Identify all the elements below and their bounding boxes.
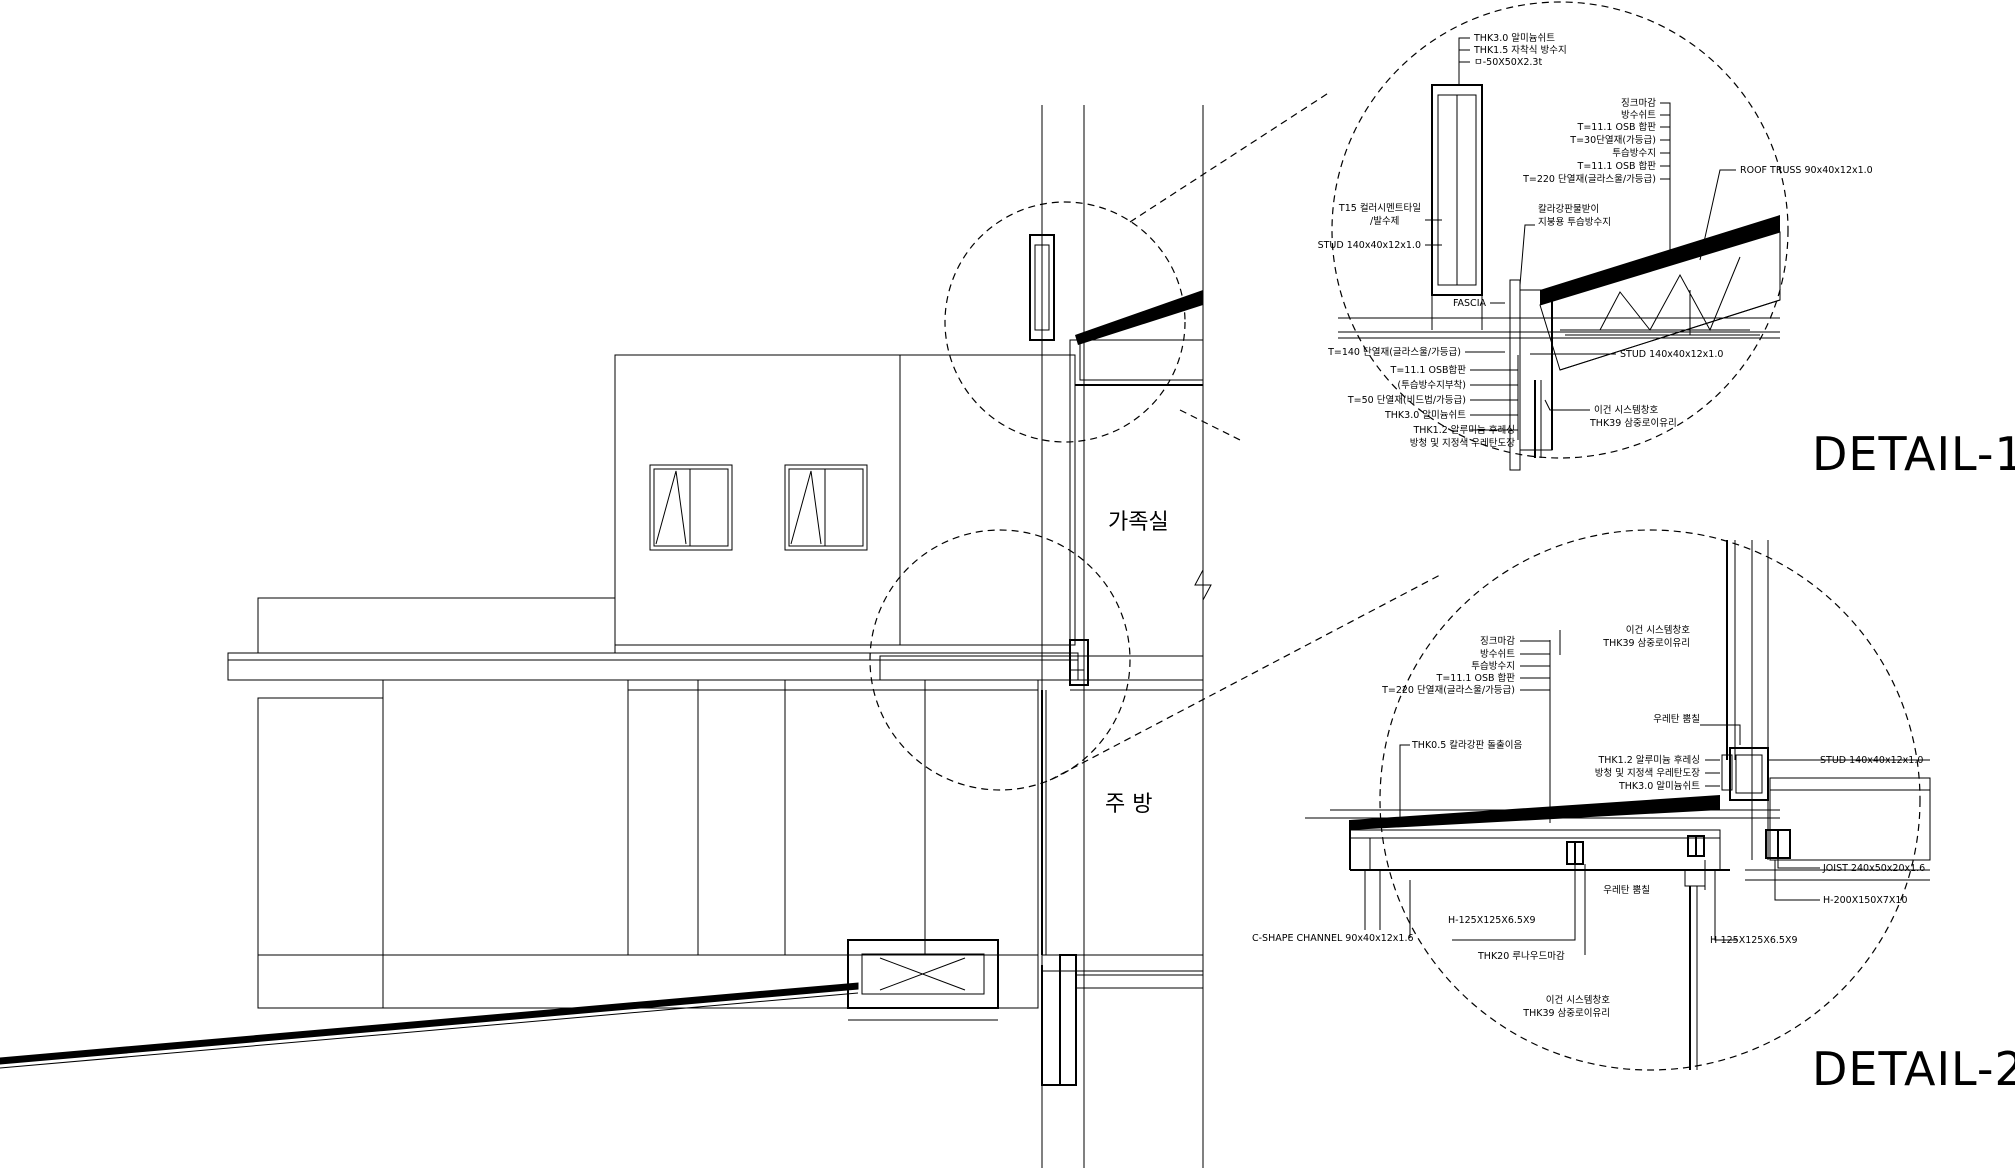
d2-label-22: THK39 삼중로이유리 (1522, 1008, 1610, 1019)
d1-label-14: 칼라강판물받이 (1538, 204, 1599, 215)
building-elevation (0, 354, 1079, 1069)
d2-label-18: H-125X125X6.5X9 (1448, 915, 1536, 926)
d1-label-17: FASCIA (1453, 298, 1487, 309)
d2-label-3: 투습방수지 (1471, 661, 1515, 672)
d1-label-1: THK3.0 알미늄쉬트 (1473, 33, 1555, 44)
d2-label-1: 징크마감 (1480, 635, 1515, 647)
d2-label-16: 우레탄 뿜칠 (1603, 885, 1650, 896)
d1-label-27: THK39 삼중로이유리 (1589, 418, 1677, 429)
d1-label-10: T=220 단열재(글라스울/가등급) (1522, 174, 1656, 185)
d1-label-19: T=11.1 OSB합판 (1390, 365, 1467, 376)
d2-label-9: THK0.5 칼라강판 돌출이음 (1411, 740, 1523, 751)
d2-label-14: JOIST 240x50x20x1.6 (1822, 863, 1925, 874)
d1-label-8: 투습방수지 (1612, 148, 1656, 159)
d1-label-5: 방수쉬트 (1621, 110, 1656, 121)
detail2-circle (1379, 529, 1921, 1071)
detail2-title: DETAIL-2 (1812, 1042, 2015, 1096)
detail2: 징크마감 방수쉬트 투습방수지 T=11.1 OSB 합판 T=220 단열재(… (1252, 529, 2015, 1096)
h-beam-1 (1566, 841, 1584, 865)
d2-label-10: THK1.2 알루미늄 후레싱 (1597, 755, 1700, 766)
upper-window-right (784, 464, 868, 551)
d1-label-16: STUD 140x40x12x1.0 (1318, 240, 1421, 251)
detail1: THK3.0 알미늄쉬트 THK1.5 자착식 방수지 ㅁ-50X50X2.3t… (1318, 1, 2015, 481)
d1-label-21: T=50 단열재(비드법/가등급) (1347, 395, 1466, 406)
d2-label-20: THK20 루나우드마감 (1477, 950, 1565, 962)
d1-label-7: T=30단열재(가등급) (1569, 135, 1656, 146)
d2-label-7: THK39 삼중로이유리 (1602, 638, 1690, 649)
d2-label-15: H-200X150X7X10 (1823, 895, 1908, 906)
d1-label-2: THK1.5 자착식 방수지 (1473, 45, 1567, 56)
d1-label-23: THK1.2 알루미늄 후레싱 (1412, 425, 1515, 436)
d1-label-9: T=11.1 OSB 합판 (1577, 161, 1657, 172)
detail2-callout (869, 529, 1131, 791)
d1-label-18: T=140 단열재(글라스울/가등급) (1327, 347, 1461, 358)
d1-label-15: 지붕용 투습방수지 (1538, 217, 1611, 228)
d2-label-8: 우레탄 뿜칠 (1653, 714, 1700, 725)
d2-label-19: H-125X125X6.5X9 (1710, 935, 1798, 946)
d1-label-3: ㅁ-50X50X2.3t (1474, 57, 1542, 68)
d1-label-22: THK3.0 알미늄쉬트 (1384, 410, 1466, 421)
d2-label-11: 방청 및 지정색 우레탄도장 (1595, 767, 1700, 779)
detail1-callout (944, 201, 1186, 443)
d1-label-20: (투습방수지부착) (1397, 380, 1466, 391)
d2-label-4: T=11.1 OSB 합판 (1436, 673, 1516, 684)
d2-label-2: 방수쉬트 (1480, 649, 1515, 660)
room-family: 가족실 (1108, 510, 1169, 535)
d2-label-5: T=220 단열재(글라스울/가등급) (1381, 685, 1515, 696)
d2-label-21: 이건 시스템창호 (1546, 994, 1610, 1006)
d2-label-17: C-SHAPE CHANNEL 90x40x12x1.6 (1252, 933, 1414, 944)
d1-label-12: T15 컬러시멘트타일 (1338, 202, 1421, 214)
d1-label-6: T=11.1 OSB 합판 (1577, 122, 1657, 133)
d1-label-24: 방청 및 지정색 우레탄도장 (1410, 437, 1515, 449)
d1-label-4: 징크마감 (1621, 97, 1656, 109)
d1-label-13: /발수제 (1370, 216, 1399, 227)
d2-label-12: THK3.0 알미늄쉬트 (1618, 781, 1700, 792)
h-beam-2 (1687, 835, 1705, 857)
building-section (879, 105, 1212, 1168)
d1-label-25: STUD 140x40x12x1.0 (1620, 349, 1723, 360)
d2-label-13: STUD 140x40x12x1.0 (1820, 755, 1923, 766)
d1-label-11: ROOF TRUSS 90x40x12x1.0 (1740, 165, 1873, 176)
d1-label-26: 이건 시스템창호 (1594, 404, 1658, 416)
upper-window-left (649, 464, 733, 551)
room-kitchen: 주 방 (1105, 792, 1152, 817)
detail1-circle (1331, 1, 1789, 459)
d2-label-6: 이건 시스템창호 (1626, 624, 1690, 636)
detail1-title: DETAIL-1 (1812, 427, 2015, 481)
